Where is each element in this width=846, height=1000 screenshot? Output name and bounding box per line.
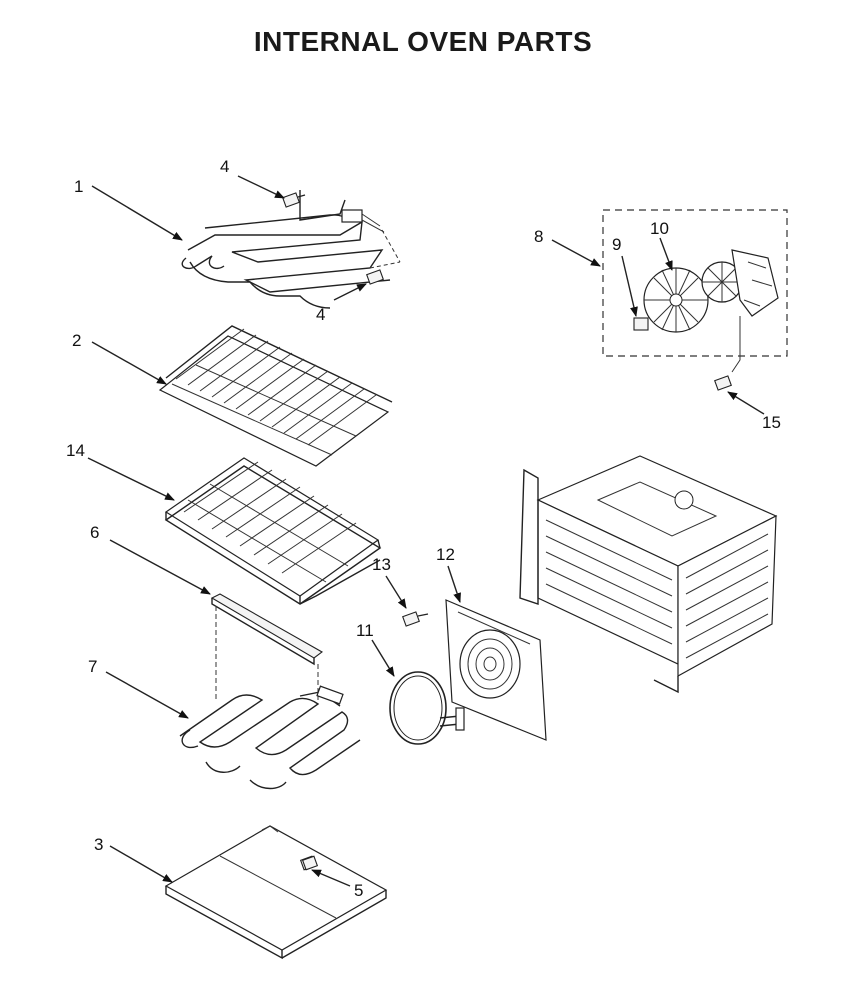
callout-12: 12	[436, 545, 455, 564]
callout-5: 5	[354, 881, 363, 900]
callout-1: 1	[74, 177, 83, 196]
callout-10: 10	[650, 219, 669, 238]
rollout-rack-part[interactable]	[164, 457, 382, 605]
fan-baffle-part[interactable]	[445, 599, 547, 741]
bake-shield-part[interactable]	[210, 593, 324, 700]
callout-9: 9	[612, 235, 621, 254]
bake-element-part[interactable]	[179, 685, 361, 790]
broil-element-part[interactable]	[181, 190, 391, 309]
oven-liner-cavity	[519, 455, 778, 694]
convection-element-part[interactable]	[389, 671, 465, 745]
callout-8: 8	[534, 227, 543, 246]
callout-4b: 4	[316, 305, 325, 324]
callout-3: 3	[94, 835, 103, 854]
floor-screw-part[interactable]	[301, 855, 319, 871]
callout-6: 6	[90, 523, 99, 542]
baffle-screw-part[interactable]	[402, 611, 429, 627]
callout-14: 14	[66, 441, 85, 460]
screw-part-lower[interactable]	[366, 229, 401, 285]
convection-motor-part[interactable]	[701, 249, 779, 373]
callout-15: 15	[762, 413, 781, 432]
callout-13: 13	[372, 555, 391, 574]
floor-cover-part[interactable]	[164, 825, 388, 960]
page-title: INTERNAL OVEN PARTS	[253, 26, 593, 57]
callout-7: 7	[88, 657, 97, 676]
callout-4a: 4	[220, 157, 229, 176]
convection-assembly-box	[602, 209, 788, 357]
screw-part-upper[interactable]	[282, 192, 306, 208]
fan-nut-part[interactable]	[633, 317, 649, 331]
callout-2: 2	[72, 331, 81, 350]
motor-screw-part[interactable]	[714, 375, 732, 391]
convection-fan-blade-part[interactable]	[643, 267, 709, 333]
callout-11: 11	[356, 621, 374, 640]
leader-lines	[87, 175, 765, 887]
oven-rack-part[interactable]	[158, 325, 393, 467]
